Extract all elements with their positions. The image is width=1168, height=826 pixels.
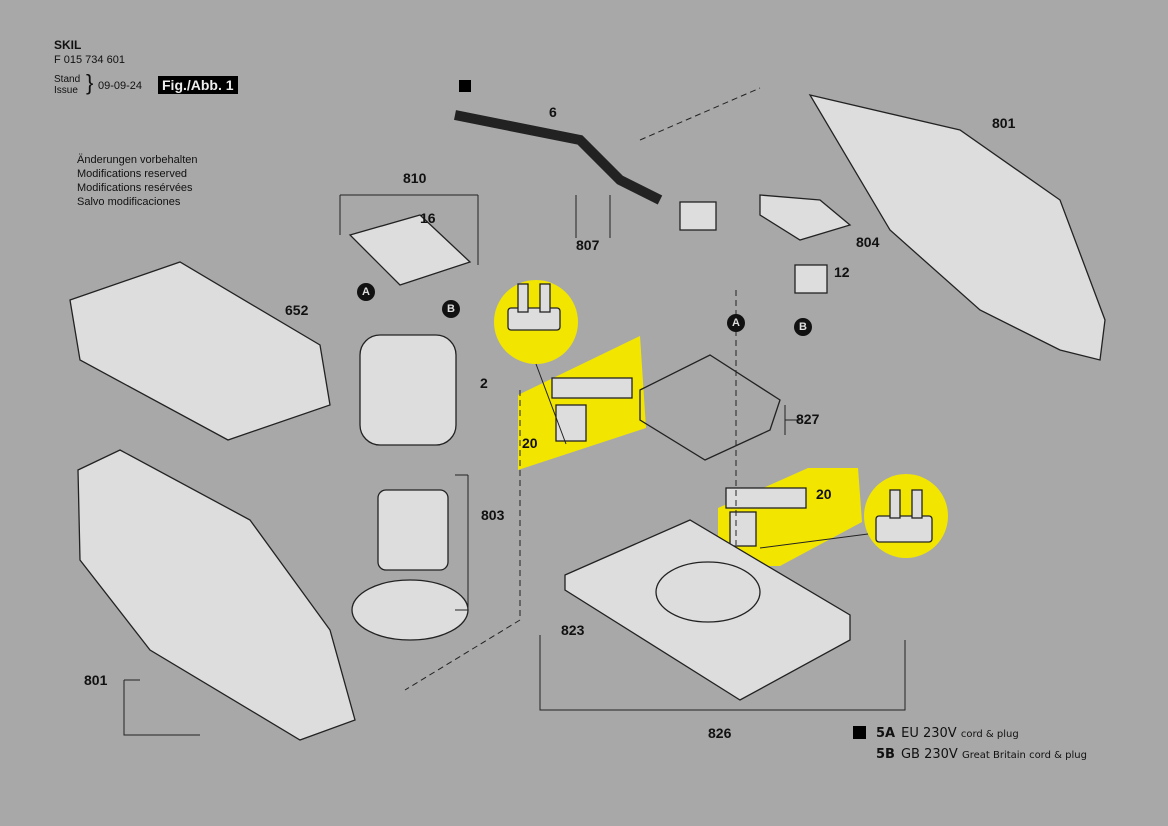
part-label-652: 652 [285,302,309,318]
legend-code: 5B [876,747,895,762]
part-label-16: 16 [420,210,436,226]
part-label-20-right: 20 [816,486,832,502]
part-label-801-top: 801 [992,115,1016,131]
part-label-803: 803 [481,507,505,523]
part-label-807: 807 [576,237,600,253]
part-label-6: 6 [549,104,557,120]
part-label-804: 804 [856,234,880,250]
figure-label: Fig./Abb. 1 [158,76,238,94]
highlight-left-region [518,336,646,470]
brace-decoration: } [86,70,94,95]
stand-label: Stand [54,74,81,85]
modification-notes: Änderungen vorbehalten Modifications res… [77,153,197,209]
part-number: F 015 734 601 [54,54,125,66]
part-label-810: 810 [403,170,427,186]
cord-variant-marker-icon [853,726,866,739]
part-label-12: 12 [834,264,850,280]
part-label-823: 823 [561,622,585,638]
note-en: Modifications reserved [77,168,188,180]
note-es: Salvo modificaciones [77,196,181,208]
note-fr: Modifications resérvées [77,182,193,194]
legend-desc: GB 230V [900,747,958,762]
cord-variant-marker-icon [459,80,471,92]
issue-label: Issue [54,85,78,96]
legend-item-5b: 5B GB 230V Great Britain cord & plug [876,747,1087,762]
part-label-801-bottom: 801 [84,672,108,688]
part-label-2: 2 [480,375,488,391]
issue-date: 09-09-24 [98,80,143,92]
brand-name: SKIL [54,38,82,52]
legend-code: 5A [876,726,896,741]
part-label-826: 826 [708,725,732,741]
legend-detail: cord & plug [960,729,1019,740]
connector-a-marker: A [727,314,745,332]
connector-a-marker: A [357,283,375,301]
connector-b-marker: B [442,300,460,318]
legend-detail: Great Britain cord & plug [961,750,1087,761]
note-de: Änderungen vorbehalten [77,154,198,166]
legend-desc: EU 230V [901,726,957,741]
part-label-827: 827 [796,411,820,427]
connector-b-marker: B [794,318,812,336]
legend-item-5a: 5A EU 230V cord & plug [853,726,1019,741]
part-label-20-left: 20 [522,435,538,451]
